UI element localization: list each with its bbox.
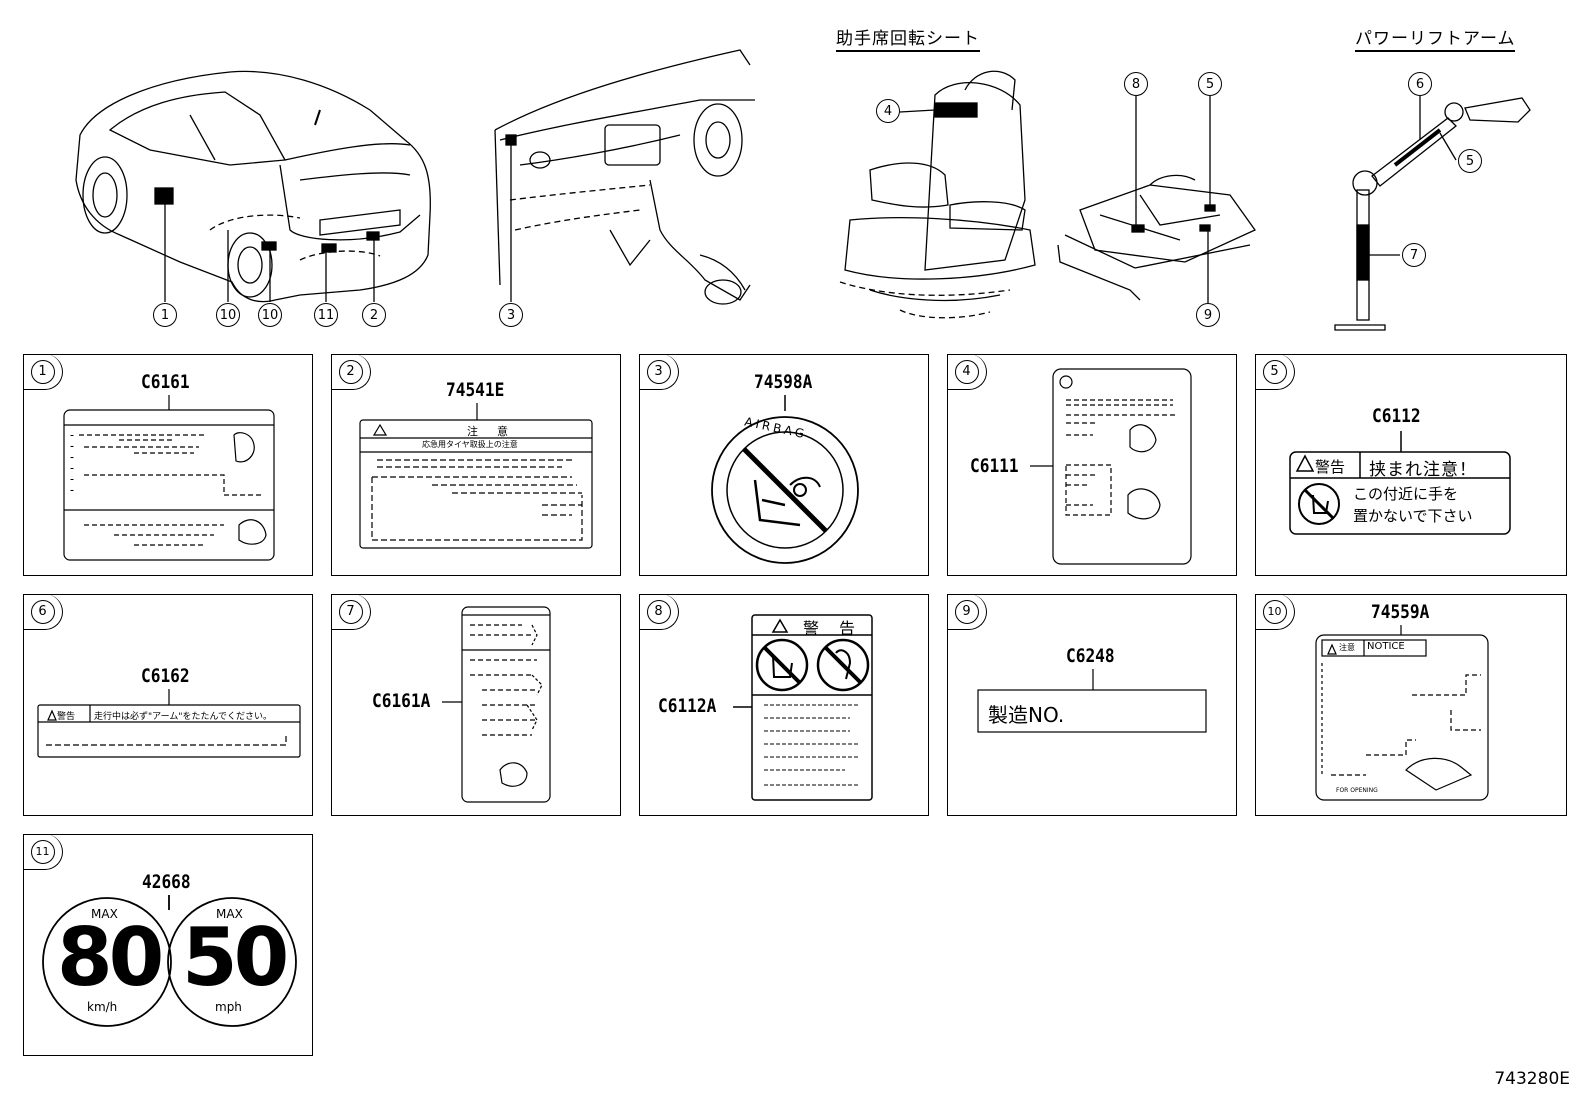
panel-4-number: 4 xyxy=(954,359,979,384)
panel-2-part-number: 74541E xyxy=(446,379,505,401)
panel-8: 8 C6112A 警 告 xyxy=(639,594,929,816)
panel-1-label-drawing xyxy=(63,395,275,561)
panel-3-airbag-drawing xyxy=(711,395,859,564)
callout-5a: 5 xyxy=(1198,72,1222,96)
overview-illustrations xyxy=(75,49,1531,331)
panel-7-tag-drawing xyxy=(442,606,551,803)
panel-11-max1: MAX xyxy=(91,907,118,921)
callout-10b: 10 xyxy=(258,303,282,327)
callout-3: 3 xyxy=(499,303,523,327)
panel-7-number: 7 xyxy=(338,599,363,624)
panel-2-subheading: 応急用タイヤ取扱上の注意 xyxy=(422,440,518,449)
panel-1-number: 1 xyxy=(30,359,55,384)
panel-8-number: 8 xyxy=(646,599,671,624)
power-lift-arm-title: パワーリフトアーム xyxy=(1355,24,1516,52)
panel-3-number: 3 xyxy=(646,359,671,384)
callout-1: 1 xyxy=(153,303,177,327)
panel-7: 7 C6161A xyxy=(331,594,621,816)
panel-5-headline: 挟まれ注意！ xyxy=(1369,460,1477,480)
panel-2-label-drawing xyxy=(359,403,593,549)
panel-6-warn-text: 警告 xyxy=(57,712,76,722)
panel-11-unit2: mph xyxy=(215,1000,242,1014)
panel-6-text: 走行中は必ず"アーム"をたたんでください。 xyxy=(94,712,273,722)
panel-8-warn-text: 警 告 xyxy=(803,619,858,638)
callout-6: 6 xyxy=(1408,72,1432,96)
callout-11: 11 xyxy=(314,303,338,327)
callout-5b: 5 xyxy=(1458,149,1482,173)
panel-11-speed1: 80 xyxy=(57,911,164,1004)
panel-10-number: 10 xyxy=(1262,599,1287,624)
panel-11-part-number: 42668 xyxy=(142,871,191,893)
panel-6-part-number: C6162 xyxy=(141,665,190,687)
panel-5-sign-drawing xyxy=(1289,431,1511,535)
car-drawing xyxy=(75,70,431,303)
callout-2: 2 xyxy=(362,303,386,327)
panel-5-warn-text: 警告 xyxy=(1315,458,1346,476)
panel-8-part-number: C6112A xyxy=(658,695,717,717)
panel-4-part-number: C6111 xyxy=(970,455,1019,477)
panel-5-line1: この付近に手を xyxy=(1353,485,1459,503)
callout-7: 7 xyxy=(1402,243,1426,267)
callout-8: 8 xyxy=(1124,72,1148,96)
swivel-seat-title: 助手席回転シート xyxy=(836,24,980,52)
panel-4: 4 C6111 xyxy=(947,354,1237,576)
panel-9-number: 9 xyxy=(954,599,979,624)
panel-5-number: 5 xyxy=(1262,359,1287,384)
panel-10-small-text: FOR OPENING xyxy=(1336,787,1378,794)
callout-4: 4 xyxy=(876,99,900,123)
panel-5-part-number: C6112 xyxy=(1372,405,1421,427)
panel-9: 9 C6248 製造NO. xyxy=(947,594,1237,816)
panel-11-speed-drawing xyxy=(42,895,297,1027)
diagram-code: 743280E xyxy=(1494,1069,1570,1089)
panel-5: 5 C6112 警告 挟まれ注意！ この付近に手を 置かないで下さい xyxy=(1255,354,1567,576)
power-lift-arm-drawing xyxy=(1334,96,1531,331)
panel-9-part-number: C6248 xyxy=(1066,645,1115,667)
panel-8-warning-tag-drawing xyxy=(733,614,873,801)
panel-3: 3 74598A AIRBAG xyxy=(639,354,929,576)
dashboard-drawing xyxy=(494,49,755,305)
panel-2-heading: 注 意 xyxy=(467,425,512,438)
panel-7-part-number: C6161A xyxy=(372,690,431,712)
panel-10-part-number: 74559A xyxy=(1371,601,1430,623)
panel-11-speed2: 50 xyxy=(182,911,289,1004)
panel-11: 11 42668 MAX 80 km/h MAX 50 mph xyxy=(23,834,313,1056)
panel-2-number: 2 xyxy=(338,359,363,384)
panel-3-part-number: 74598A xyxy=(754,371,813,393)
panel-11-unit1: km/h xyxy=(87,1000,118,1014)
callout-10a: 10 xyxy=(216,303,240,327)
panel-10: 10 74559A 注意 NOTICE FOR OPENING xyxy=(1255,594,1567,816)
panel-9-plate-drawing xyxy=(977,669,1207,733)
swivel-seat-drawing xyxy=(839,70,1036,319)
callout-9: 9 xyxy=(1196,303,1220,327)
panel-6: 6 C6162 警告 走行中は必ず"アーム"をたたんでください。 xyxy=(23,594,313,816)
panel-2: 2 74541E 注 意 応急用タイヤ取扱上の注意 xyxy=(331,354,621,576)
panel-5-line2: 置かないで下さい xyxy=(1353,507,1473,525)
panel-9-text: 製造NO. xyxy=(988,703,1065,727)
panel-10-notice-drawing xyxy=(1315,625,1489,801)
seat-base-drawing xyxy=(1057,96,1256,303)
panel-1: 1 C6161 xyxy=(23,354,313,576)
panel-6-number: 6 xyxy=(30,599,55,624)
panel-6-strip-drawing xyxy=(37,689,301,758)
panel-10-notice-jp: 注意 xyxy=(1339,643,1355,652)
panel-11-max2: MAX xyxy=(216,907,243,921)
panel-1-part-number: C6161 xyxy=(141,371,190,393)
panel-4-tag-drawing xyxy=(1030,368,1192,565)
panel-11-number: 11 xyxy=(30,839,55,864)
panel-10-notice-en: NOTICE xyxy=(1367,641,1405,652)
